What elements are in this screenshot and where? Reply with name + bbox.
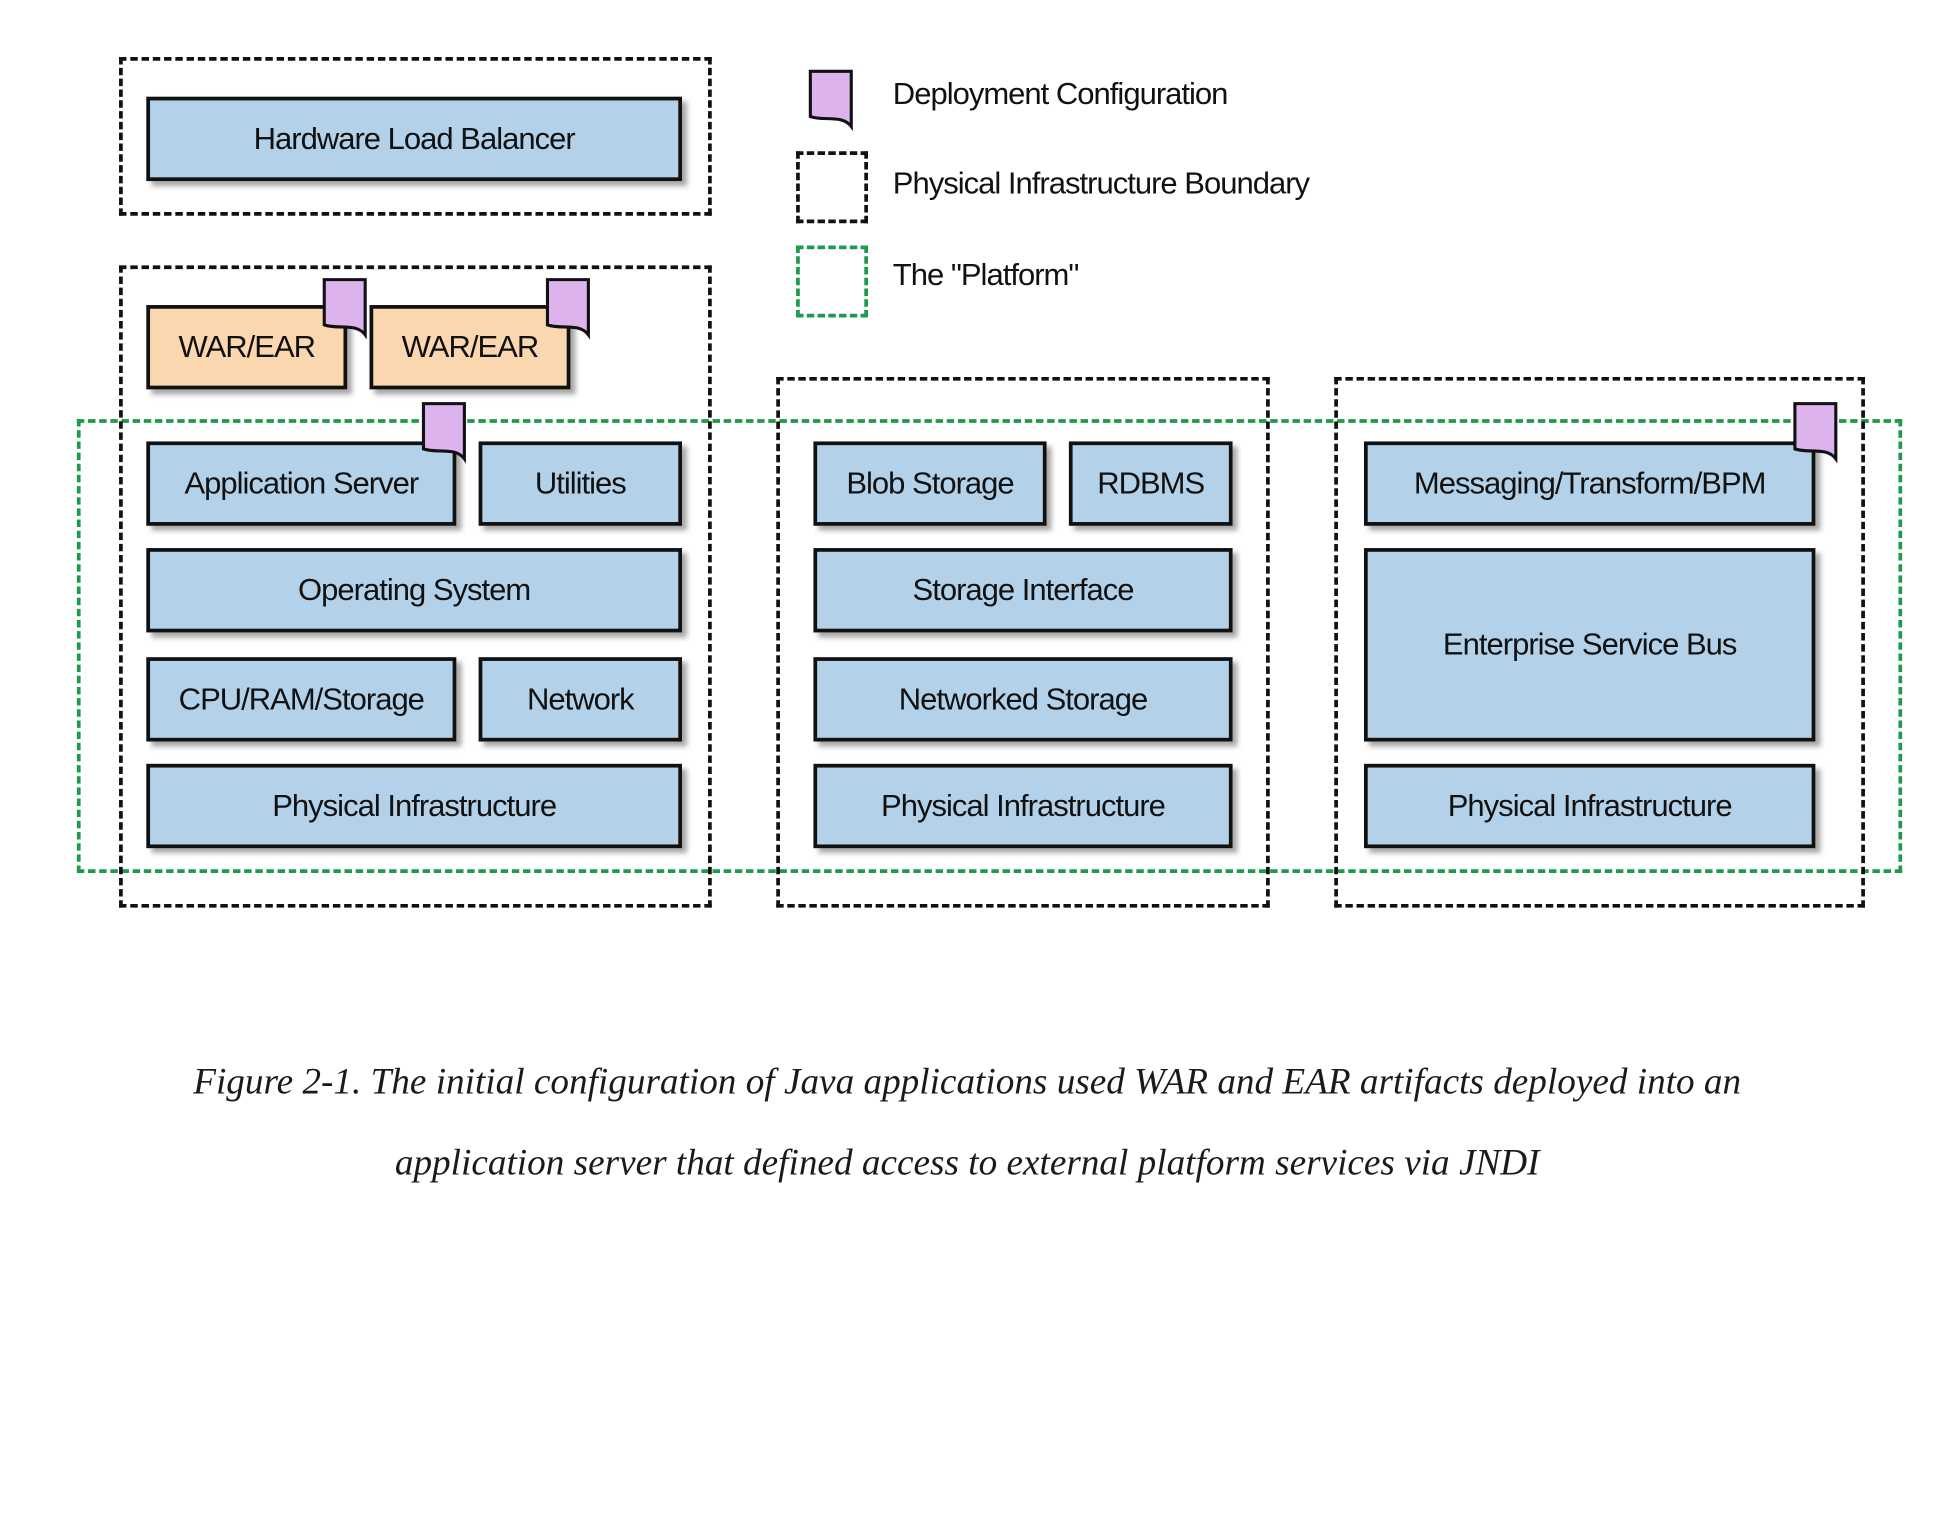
esb-boundary [1334,376,1865,908]
load-balancer-boundary [119,57,712,216]
war-ear-artifact-2: WAR/EAR [369,305,571,390]
deployment-config-icon [421,402,467,464]
enterprise-service-bus: Enterprise Service Bus [1364,548,1816,742]
physical-infrastructure-3: Physical Infrastructure [1364,763,1816,849]
app-server-boundary [119,265,712,908]
figure-caption: Figure 2-1. The initial configuration of… [0,1042,1934,1203]
messaging-transform-bpm: Messaging/Transform/BPM [1364,441,1816,526]
legend-physical-boundary-swatch [796,151,868,224]
legend-deployment-config-label: Deployment Configuration [892,76,1229,112]
network: Network [478,657,682,742]
hardware-load-balancer: Hardware Load Balancer [146,96,682,182]
war-ear-artifact-1: WAR/EAR [146,305,348,390]
legend-platform-label: The "Platform" [892,257,1080,293]
blob-storage: Blob Storage [813,441,1047,526]
platform-boundary [76,419,1903,873]
figure-caption-line-1: Figure 2-1. The initial configuration of… [193,1061,1742,1103]
legend-physical-boundary-label: Physical Infrastructure Boundary [892,166,1310,201]
utilities: Utilities [478,441,682,526]
storage-interface: Storage Interface [813,548,1233,633]
physical-infrastructure-1: Physical Infrastructure [146,763,682,849]
rdbms: RDBMS [1068,441,1233,526]
legend-platform-swatch [796,245,868,318]
figure-caption-line-2: application server that defined access t… [394,1142,1540,1183]
deployment-config-icon [322,278,367,340]
cpu-ram-storage: CPU/RAM/Storage [146,657,457,742]
storage-boundary [776,376,1270,908]
networked-storage: Networked Storage [813,657,1233,742]
deployment-config-icon [545,278,591,340]
application-server: Application Server [146,441,457,526]
operating-system: Operating System [146,548,682,633]
physical-infrastructure-2: Physical Infrastructure [813,763,1233,849]
legend-deployment-config-icon [808,69,853,132]
deployment-config-icon [1793,402,1838,464]
